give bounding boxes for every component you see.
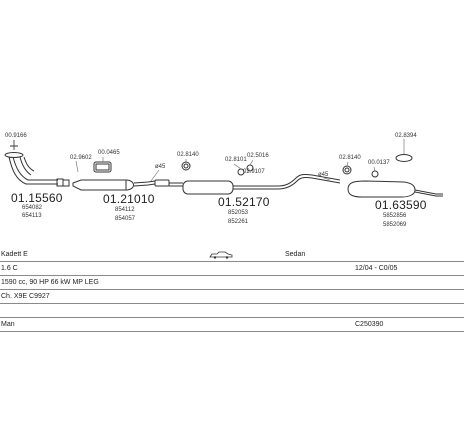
engine-label: 1.6 C <box>1 265 18 272</box>
ref-label: 02.9107 <box>243 169 265 175</box>
ref-label: 02.8140 <box>339 155 361 161</box>
engine-spec: 1590 cc, 90 HP 66 kW MP LEG <box>1 279 99 286</box>
info-row-model: Kadett E Sedan <box>0 248 464 262</box>
ref-label: 02.8394 <box>395 133 417 139</box>
body-type: Sedan <box>285 251 306 258</box>
info-row-maker: Man C250390 <box>0 318 464 332</box>
front-downpipe <box>4 152 70 187</box>
ref-label: 00.0137 <box>368 160 390 166</box>
ref-label: 00.0465 <box>98 150 120 156</box>
exhaust-drawing <box>4 139 443 198</box>
part-number-rear-silencer: 01.63590 <box>375 198 427 212</box>
part-number-catalyst: 01.21010 <box>103 192 155 206</box>
rear-silencer <box>347 180 443 198</box>
ref-label: 02.8101 <box>225 157 247 163</box>
catalog-code: C250390 <box>355 321 384 328</box>
sub-number: 854112 <box>115 207 135 213</box>
info-row-spec: 1590 cc, 90 HP 66 kW MP LEG <box>0 276 464 290</box>
info-row-chassis: Ch. X9E C9927 <box>0 290 464 304</box>
ref-label: 02.8140 <box>177 152 199 158</box>
sub-number: 654082 <box>22 205 43 211</box>
sub-number: 852053 <box>228 210 249 216</box>
model-name: Kadett E <box>1 251 28 258</box>
ref-label: 02.9602 <box>70 155 92 161</box>
car-silhouette-icon <box>209 251 233 259</box>
part-number-downpipe: 01.15560 <box>11 191 63 205</box>
exhaust-system-diagram: 01.15560 654082 654113 01.21010 854112 8… <box>4 133 443 228</box>
sub-number: 854057 <box>115 216 136 222</box>
leader-lines <box>13 139 405 182</box>
sub-number: 5852069 <box>383 222 407 228</box>
ref-label: 02.5016 <box>247 153 269 159</box>
ref-label: 00.9166 <box>5 133 27 139</box>
sub-number: 852261 <box>228 219 249 225</box>
info-row-engine: 1.6 C 12/04 - C0/05 <box>0 262 464 276</box>
first-pipe <box>133 179 170 187</box>
mount-parts <box>10 140 112 173</box>
sub-number: 654113 <box>22 213 42 219</box>
pipe-diameter-label: ø45 <box>155 164 166 170</box>
chassis-code: Ch. X9E C9927 <box>1 293 50 300</box>
pipe-diameter-label: ø45 <box>318 172 329 178</box>
info-row-blank <box>0 304 464 318</box>
middle-pipe <box>233 173 341 190</box>
production-years: 12/04 - C0/05 <box>355 265 398 272</box>
sub-number: 5852856 <box>383 213 407 219</box>
catalytic-converter <box>72 179 134 191</box>
maker-name: Man <box>1 321 15 328</box>
part-number-front-silencer: 01.52170 <box>218 195 270 209</box>
front-silencer <box>169 180 234 195</box>
